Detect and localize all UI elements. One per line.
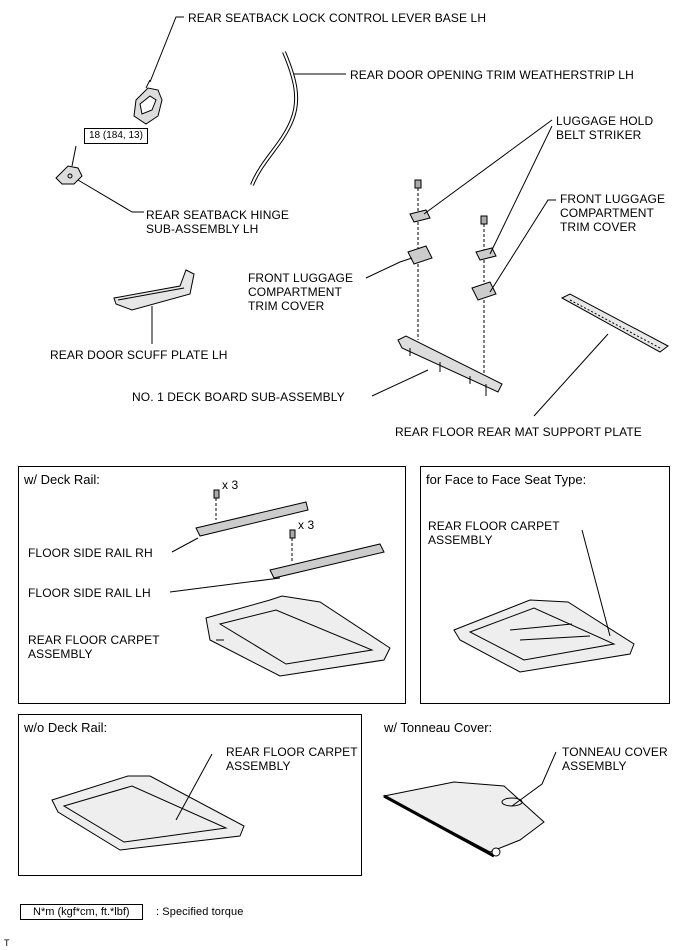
label-weatherstrip: REAR DOOR OPENING TRIM WEATHERSTRIP LH xyxy=(350,68,634,82)
label-hinge-2: SUB-ASSEMBLY LH xyxy=(146,222,259,236)
mat-support-part xyxy=(560,293,669,353)
leader-hinge xyxy=(77,179,144,213)
label-tonneau-1: TONNEAU COVER xyxy=(562,745,668,759)
box-no-deck-rail-title: w/o Deck Rail: xyxy=(24,720,108,735)
deck-rail-parts xyxy=(195,489,391,677)
leader-f2f-carpet xyxy=(581,529,611,637)
tonneau-title: w/ Tonneau Cover: xyxy=(384,720,493,735)
label-rail-rh: FLOOR SIDE RAIL RH xyxy=(28,546,153,560)
label-tonneau-2: ASSEMBLY xyxy=(562,759,627,773)
box-deck-rail xyxy=(18,466,406,704)
box-no-deck-rail xyxy=(18,714,362,876)
face-to-face-parts xyxy=(453,599,635,673)
label-lever-base: REAR SEATBACK LOCK CONTROL LEVER BASE LH xyxy=(188,11,487,25)
torque-callout: 18 (184, 13) xyxy=(84,128,148,144)
label-mat-support: REAR FLOOR REAR MAT SUPPORT PLATE xyxy=(395,425,642,439)
leader-luggage-hold-2 xyxy=(489,125,553,255)
tonneau-parts xyxy=(382,781,545,858)
leader-lever-base xyxy=(149,16,184,83)
leader-luggage-hold-1 xyxy=(423,119,553,215)
label-front-trim-r-2: COMPARTMENT xyxy=(560,206,654,220)
label-front-trim-l-1: FRONT LUGGAGE xyxy=(248,271,354,285)
legend-unit-desc: : Specified torque xyxy=(156,906,244,918)
weatherstrip-part xyxy=(250,51,299,186)
lever-base-part xyxy=(133,79,163,125)
leader-front-trim-l xyxy=(365,257,413,279)
label-dr-carpet-2: ASSEMBLY xyxy=(28,647,93,661)
label-ndr-carpet-2: ASSEMBLY xyxy=(226,759,291,773)
hinge-part xyxy=(55,165,83,185)
label-qty-lh: x 3 xyxy=(298,518,315,532)
leader-mat-support xyxy=(533,333,609,417)
label-scuff-plate: REAR DOOR SCUFF PLATE LH xyxy=(50,348,228,362)
no-deck-rail-parts xyxy=(51,775,245,851)
legend-unit-box: N*m (kgf*cm, ft.*lbf) xyxy=(20,904,143,920)
label-f2f-carpet-2: ASSEMBLY xyxy=(428,533,493,547)
leader-rail-rh xyxy=(171,537,199,553)
leader-torque xyxy=(71,145,77,167)
leader-rail-lh xyxy=(169,577,281,593)
label-front-trim-l-3: TRIM COVER xyxy=(248,299,325,313)
footer-mark: T xyxy=(4,938,10,948)
label-f2f-carpet-1: REAR FLOOR CARPET xyxy=(428,519,560,533)
label-deck-board: NO. 1 DECK BOARD SUB-ASSEMBLY xyxy=(132,390,345,404)
leader-front-trim-r xyxy=(489,199,556,293)
deck-board-part xyxy=(397,335,503,396)
label-luggage-hold-1: LUGGAGE HOLD xyxy=(556,114,654,128)
leader-tonneau xyxy=(511,751,557,807)
label-dr-carpet-1: REAR FLOOR CARPET xyxy=(28,633,160,647)
scuff-plate-part xyxy=(113,269,195,311)
box-deck-rail-title: w/ Deck Rail: xyxy=(24,472,100,487)
leader-deck-board xyxy=(371,369,429,397)
label-front-trim-r-3: TRIM COVER xyxy=(560,220,637,234)
label-front-trim-r-1: FRONT LUGGAGE xyxy=(560,192,666,206)
box-face-to-face-title: for Face to Face Seat Type: xyxy=(426,472,587,487)
label-front-trim-l-2: COMPARTMENT xyxy=(248,285,342,299)
label-ndr-carpet-1: REAR FLOOR CARPET xyxy=(226,745,358,759)
leader-ndr-carpet xyxy=(175,753,213,821)
box-face-to-face xyxy=(420,466,670,704)
label-luggage-hold-2: BELT STRIKER xyxy=(556,128,642,142)
label-qty-rh: x 3 xyxy=(222,478,239,492)
label-rail-lh: FLOOR SIDE RAIL LH xyxy=(28,586,151,600)
label-hinge-1: REAR SEATBACK HINGE xyxy=(146,208,290,222)
